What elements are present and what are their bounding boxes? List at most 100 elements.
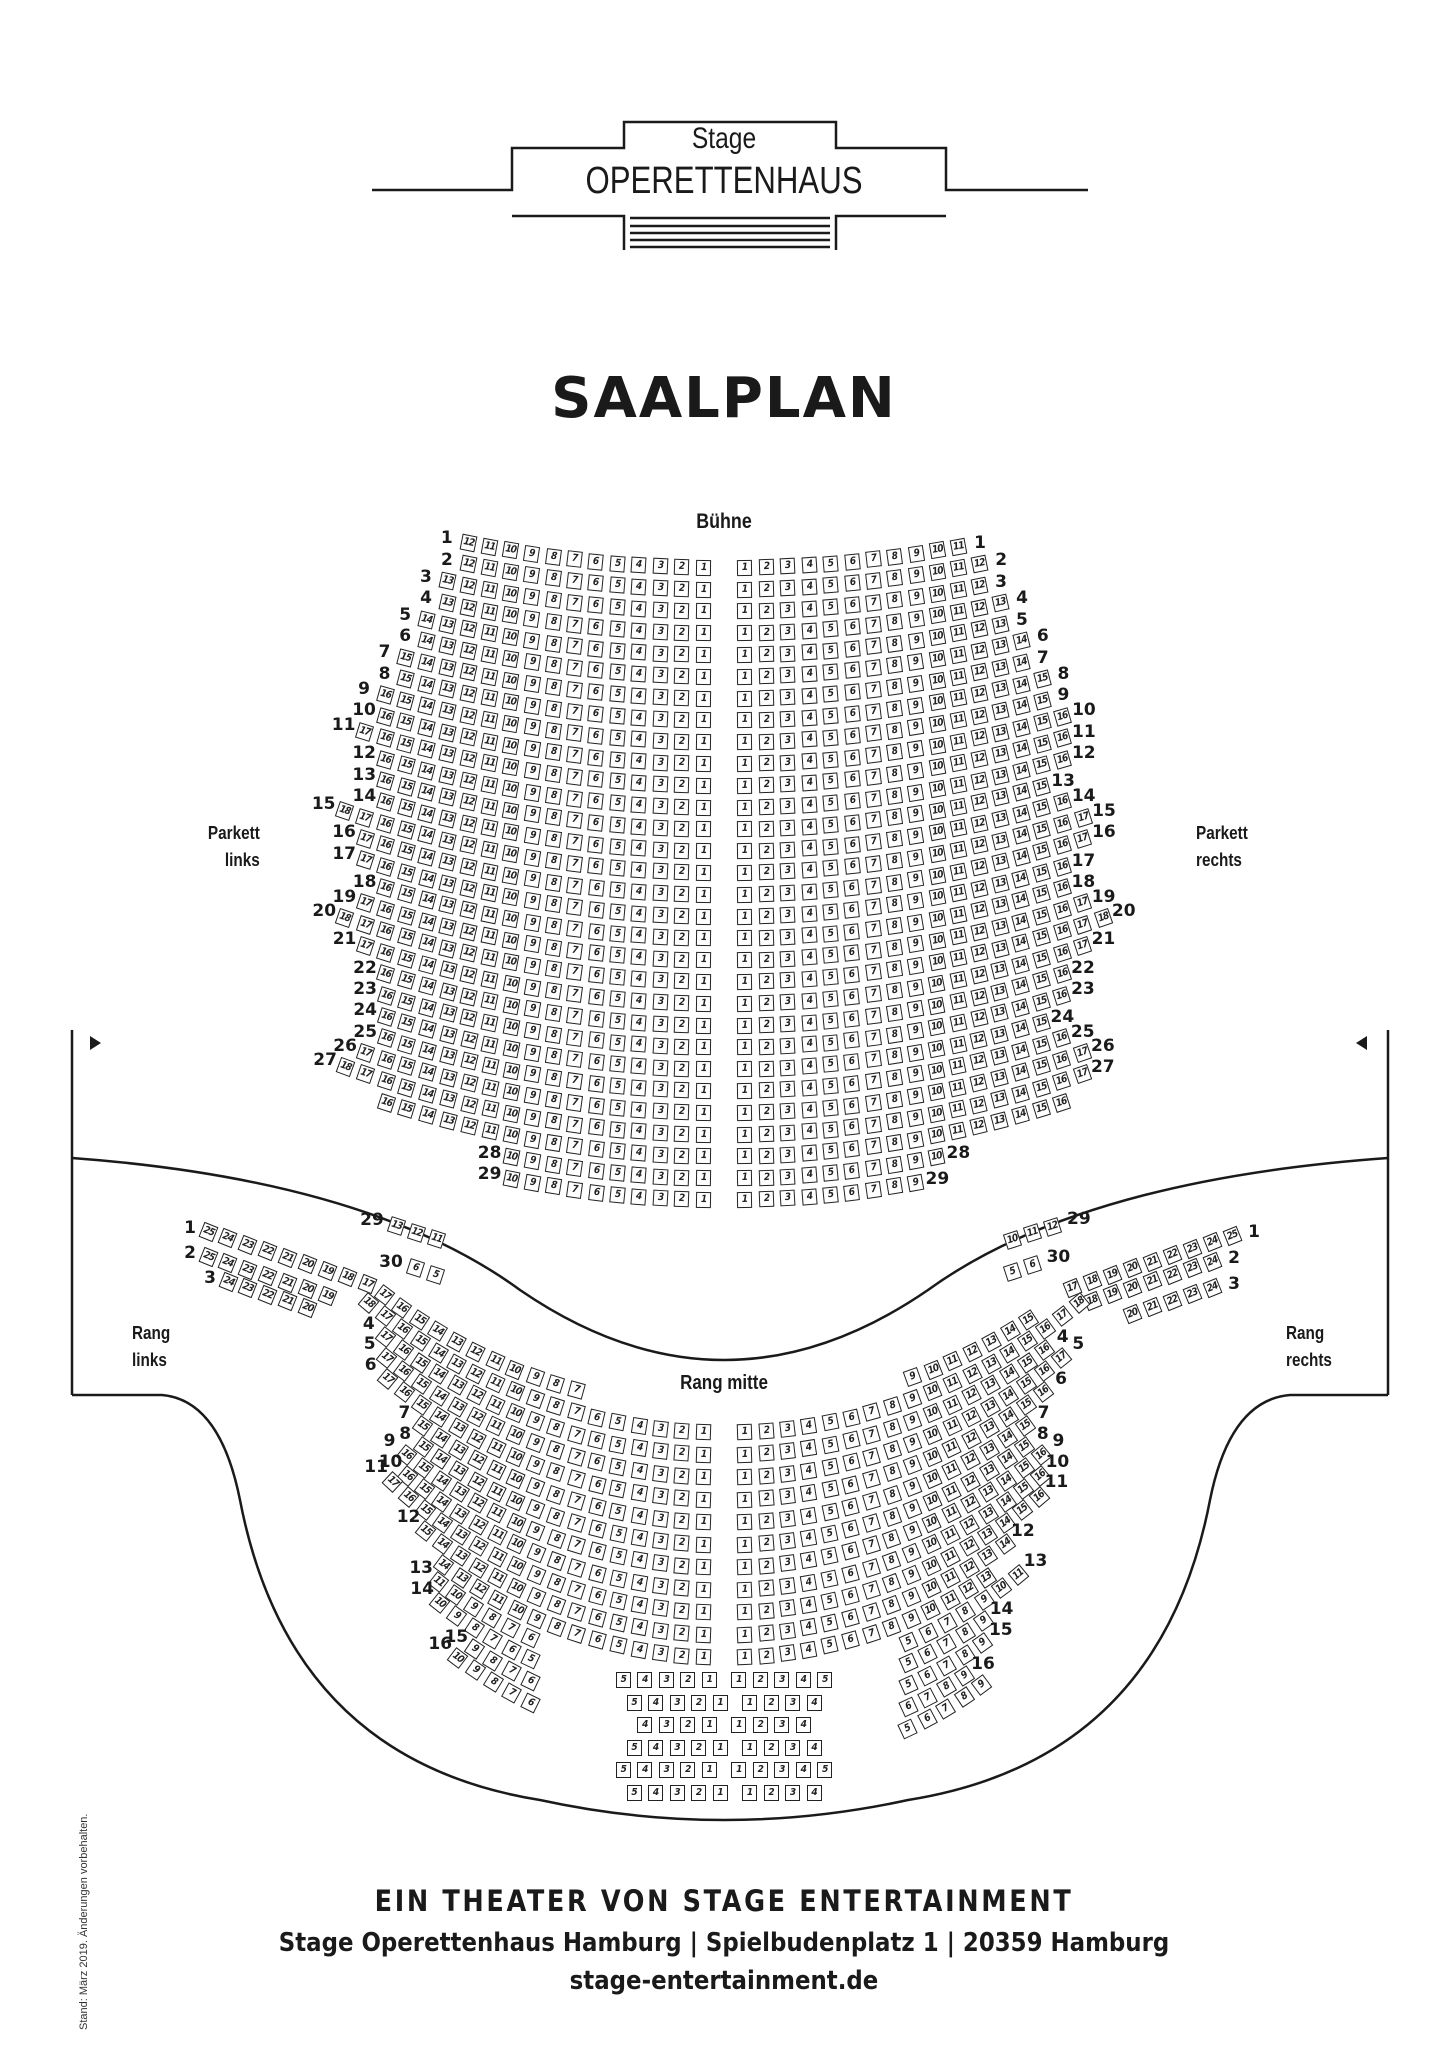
parkett-seat[interactable]: 7 bbox=[566, 1028, 584, 1047]
parkett-seat[interactable]: 7 bbox=[864, 854, 882, 873]
parkett-seat[interactable]: 2 bbox=[758, 1191, 775, 1208]
parkett-seat[interactable]: 1 bbox=[695, 799, 711, 816]
parkett-seat[interactable]: 3 bbox=[652, 1080, 669, 1098]
parkett-seat[interactable]: 4 bbox=[801, 752, 818, 770]
parkett-seat[interactable]: 3 bbox=[779, 1080, 796, 1098]
parkett-seat[interactable]: 8 bbox=[886, 851, 904, 870]
parkett-seat[interactable]: 3 bbox=[779, 667, 796, 684]
parkett-seat[interactable]: 5 bbox=[822, 1055, 839, 1073]
parkett-seat[interactable]: 9 bbox=[907, 761, 925, 780]
parkett-seat[interactable]: 12 bbox=[970, 792, 989, 812]
parkett-seat[interactable]: 9 bbox=[906, 1130, 925, 1149]
parkett-seat[interactable]: 8 bbox=[544, 569, 562, 588]
parkett-seat[interactable]: 5 bbox=[822, 816, 839, 834]
parkett-seat[interactable]: 9 bbox=[907, 588, 925, 607]
parkett-seat[interactable]: 6 bbox=[587, 1096, 605, 1115]
rang-mitte-seat[interactable]: 3 bbox=[779, 1599, 797, 1618]
rang-mitte-seat[interactable]: 3 bbox=[779, 1420, 796, 1438]
parkett-seat[interactable]: 14 bbox=[417, 868, 437, 889]
parkett-seat[interactable]: 5 bbox=[822, 859, 839, 878]
parkett-seat[interactable]: 6 bbox=[843, 1096, 861, 1115]
parkett-seat[interactable]: 8 bbox=[544, 786, 562, 805]
parkett-seat[interactable]: 5 bbox=[609, 1077, 626, 1095]
parkett-seat[interactable]: 8 bbox=[544, 851, 562, 870]
parkett-seat[interactable]: 4 bbox=[801, 600, 818, 618]
parkett-seat[interactable]: 7 bbox=[566, 1137, 584, 1156]
parkett-seat[interactable]: 3 bbox=[652, 972, 669, 989]
parkett-seat[interactable]: 1 bbox=[695, 1170, 711, 1187]
parkett-seat[interactable]: 11 bbox=[949, 624, 968, 643]
parkett-seat[interactable]: 2 bbox=[758, 1169, 775, 1186]
parkett-seat[interactable]: 3 bbox=[779, 863, 796, 880]
parkett-seat[interactable]: 9 bbox=[523, 609, 541, 628]
rang-mitte-seat[interactable]: 2 bbox=[673, 1489, 690, 1507]
parkett-seat[interactable]: 11 bbox=[949, 559, 968, 578]
parkett-seat[interactable]: 6 bbox=[587, 683, 605, 701]
parkett-seat[interactable]: 9 bbox=[906, 1086, 925, 1106]
parkett-seat[interactable]: 3 bbox=[779, 754, 796, 771]
parkett-seat[interactable]: 9 bbox=[523, 631, 541, 650]
parkett-seat[interactable]: 8 bbox=[544, 938, 562, 957]
parkett-seat[interactable]: 8 bbox=[544, 699, 562, 718]
parkett-seat[interactable]: 10 bbox=[502, 974, 520, 994]
parkett-seat[interactable]: 13 bbox=[991, 593, 1010, 613]
parkett-seat[interactable]: 2 bbox=[673, 973, 690, 990]
parkett-seat[interactable]: 11 bbox=[949, 537, 968, 556]
parkett-seat[interactable]: 8 bbox=[885, 1025, 904, 1044]
rang-mitte-seat[interactable]: 2 bbox=[758, 1646, 775, 1665]
parkett-seat[interactable]: 2 bbox=[758, 1125, 775, 1143]
rang-mitte-seat[interactable]: 1 bbox=[736, 1446, 753, 1463]
parkett-seat[interactable]: 10 bbox=[928, 844, 946, 864]
parkett-seat[interactable]: 1 bbox=[737, 646, 753, 664]
parkett-seat[interactable]: 7 bbox=[566, 767, 584, 786]
parkett-seat[interactable]: 2 bbox=[758, 755, 775, 772]
parkett-seat[interactable]: 9 bbox=[907, 826, 925, 845]
parkett-seat[interactable]: 6 bbox=[587, 640, 605, 658]
parkett-seat[interactable]: 2 bbox=[758, 885, 775, 903]
parkett-seat[interactable]: 12 bbox=[459, 1030, 479, 1050]
rang-mitte-seat[interactable]: 2 bbox=[763, 1784, 779, 1801]
parkett-seat[interactable]: 9 bbox=[523, 1130, 542, 1149]
parkett-seat[interactable]: 3 bbox=[652, 775, 669, 793]
parkett-seat[interactable]: 2 bbox=[673, 1147, 690, 1165]
parkett-seat[interactable]: 11 bbox=[949, 710, 968, 730]
parkett-seat[interactable]: 7 bbox=[864, 1050, 882, 1069]
parkett-seat[interactable]: 2 bbox=[673, 951, 690, 968]
parkett-seat[interactable]: 8 bbox=[544, 721, 562, 740]
parkett-seat[interactable]: 9 bbox=[523, 826, 541, 845]
parkett-seat[interactable]: 1 bbox=[737, 995, 753, 1012]
rang-mitte-seat[interactable]: 2 bbox=[673, 1579, 690, 1597]
rang-mitte-seat[interactable]: 2 bbox=[680, 1717, 696, 1733]
parkett-seat[interactable]: 1 bbox=[695, 625, 711, 642]
parkett-seat[interactable]: 10 bbox=[928, 562, 946, 582]
parkett-seat[interactable]: 2 bbox=[673, 777, 690, 794]
parkett-seat[interactable]: 1 bbox=[737, 1061, 753, 1078]
parkett-seat[interactable]: 7 bbox=[864, 1137, 882, 1156]
parkett-seat[interactable]: 1 bbox=[695, 973, 711, 991]
parkett-seat[interactable]: 5 bbox=[609, 859, 626, 878]
parkett-seat[interactable]: 5 bbox=[609, 729, 626, 747]
parkett-seat[interactable]: 8 bbox=[885, 1177, 904, 1196]
parkett-seat[interactable]: 9 bbox=[907, 740, 925, 759]
parkett-seat[interactable]: 10 bbox=[502, 649, 520, 668]
parkett-seat[interactable]: 4 bbox=[630, 774, 647, 792]
parkett-seat[interactable]: 10 bbox=[928, 931, 946, 950]
parkett-seat[interactable]: 1 bbox=[695, 1126, 711, 1143]
parkett-seat[interactable]: 1 bbox=[737, 755, 753, 773]
rang-mitte-seat[interactable]: 4 bbox=[799, 1640, 818, 1660]
rang-mitte-seat[interactable]: 2 bbox=[763, 1739, 779, 1756]
rang-mitte-seat[interactable]: 4 bbox=[630, 1551, 648, 1570]
rang-mitte-seat[interactable]: 1 bbox=[695, 1558, 712, 1576]
parkett-seat[interactable]: 6 bbox=[843, 987, 861, 1006]
parkett-seat[interactable]: 7 bbox=[864, 811, 882, 830]
rang-mitte-seat[interactable]: 2 bbox=[673, 1444, 690, 1462]
parkett-seat[interactable]: 2 bbox=[673, 1016, 690, 1034]
rang-mitte-seat[interactable]: 3 bbox=[651, 1487, 669, 1505]
parkett-seat[interactable]: 5 bbox=[822, 1033, 839, 1052]
rang-mitte-seat[interactable]: 4 bbox=[630, 1618, 648, 1637]
rang-mitte-seat[interactable]: 3 bbox=[669, 1739, 685, 1756]
parkett-seat[interactable]: 1 bbox=[695, 1082, 711, 1100]
parkett-seat[interactable]: 5 bbox=[822, 794, 839, 812]
parkett-seat[interactable]: 1 bbox=[695, 1039, 711, 1056]
rang-mitte-seat[interactable]: 1 bbox=[736, 1626, 753, 1643]
